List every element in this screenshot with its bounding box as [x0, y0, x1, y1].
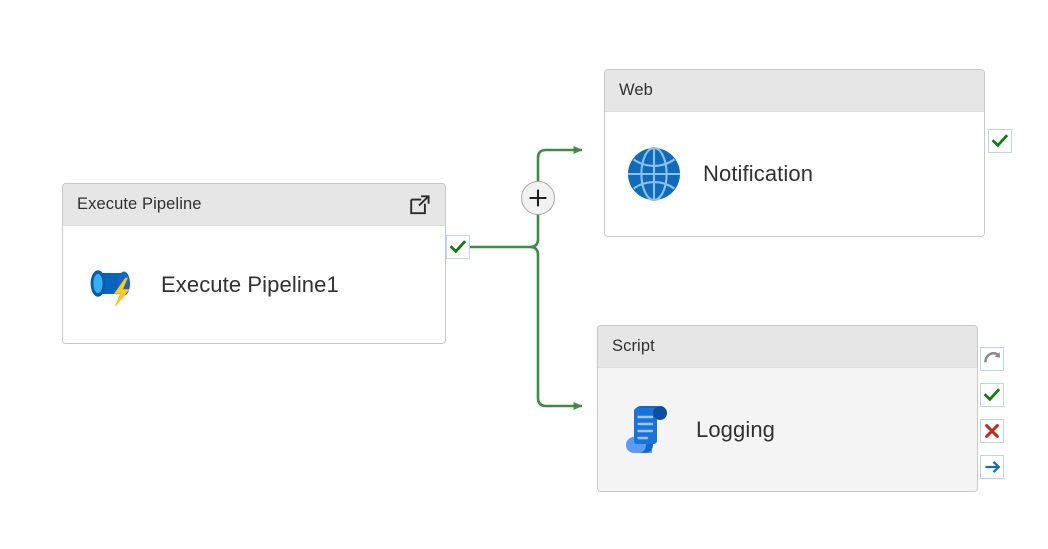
- script-scroll-icon: [614, 397, 680, 463]
- open-in-new-window-icon[interactable]: [407, 192, 433, 218]
- node-header-title: Execute Pipeline: [77, 195, 202, 213]
- activity-label-script: Logging: [696, 416, 775, 442]
- node-header-web: Web: [605, 70, 984, 112]
- output-port-completion-script[interactable]: [980, 455, 1004, 479]
- activity-node-execute-pipeline[interactable]: Execute Pipeline: [62, 183, 446, 344]
- activity-label-web: Notification: [703, 161, 814, 186]
- globe-icon: [621, 141, 687, 207]
- output-port-skip-script[interactable]: [980, 347, 1004, 371]
- output-port-success-web[interactable]: [988, 129, 1012, 153]
- activity-node-script[interactable]: Script: [597, 325, 978, 492]
- node-body-web: Notification: [605, 112, 984, 236]
- execute-pipeline-icon: [79, 252, 145, 318]
- edge-execute-pipeline-to-script: [529, 245, 583, 410]
- output-port-failure-script[interactable]: [980, 419, 1004, 443]
- green-check-icon: [449, 240, 467, 254]
- add-activity-button[interactable]: [521, 181, 555, 215]
- node-header-title: Web: [619, 81, 653, 99]
- plus-icon: [529, 189, 547, 207]
- node-header-script: Script: [598, 326, 977, 368]
- green-check-icon: [991, 134, 1009, 148]
- node-body-script: Logging: [598, 368, 977, 491]
- node-header-execute-pipeline: Execute Pipeline: [63, 184, 445, 226]
- output-port-success-script[interactable]: [980, 383, 1004, 407]
- blue-arrow-right-icon: [985, 461, 1001, 473]
- activity-label-execute-pipeline: Execute Pipeline1: [161, 271, 339, 297]
- node-header-title: Script: [612, 337, 655, 355]
- red-x-icon: [985, 424, 999, 438]
- green-check-icon: [983, 388, 1001, 402]
- activity-node-web[interactable]: Web Notification: [604, 69, 985, 237]
- node-body-execute-pipeline: Execute Pipeline1: [63, 226, 445, 343]
- output-port-success-execute-pipeline[interactable]: [446, 235, 470, 259]
- gray-rerun-arrow-icon: [984, 351, 1001, 363]
